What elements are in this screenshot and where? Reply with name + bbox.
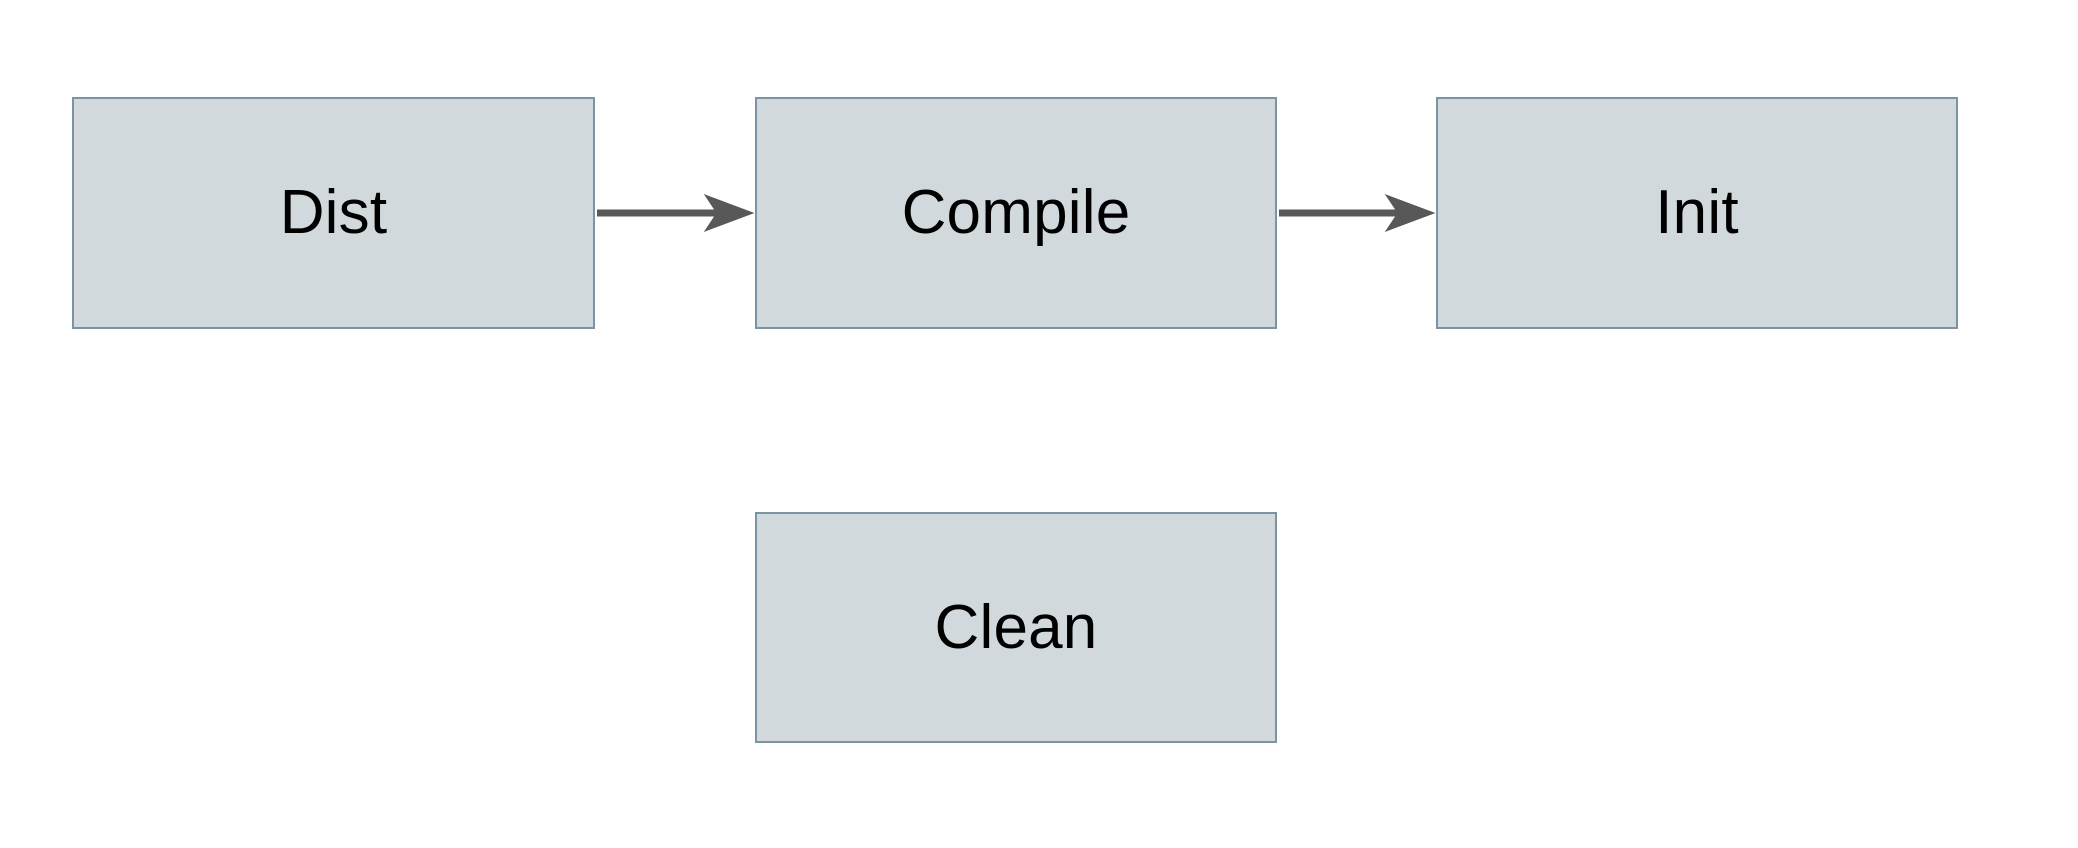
edge-dist-to-compile-arrowhead [703,193,755,233]
node-init-label: Init [1655,178,1739,247]
edge-dist-to-compile[interactable] [597,193,755,233]
node-compile-label: Compile [901,178,1131,247]
node-init[interactable]: Init [1436,97,1958,329]
node-clean[interactable]: Clean [755,512,1277,743]
edge-compile-to-init[interactable] [1279,193,1436,233]
edge-compile-to-init-arrowhead [1384,193,1436,233]
node-clean-label: Clean [934,592,1098,662]
node-compile[interactable]: Compile [755,97,1277,329]
node-dist-label: Dist [279,178,388,247]
node-dist[interactable]: Dist [72,97,595,329]
